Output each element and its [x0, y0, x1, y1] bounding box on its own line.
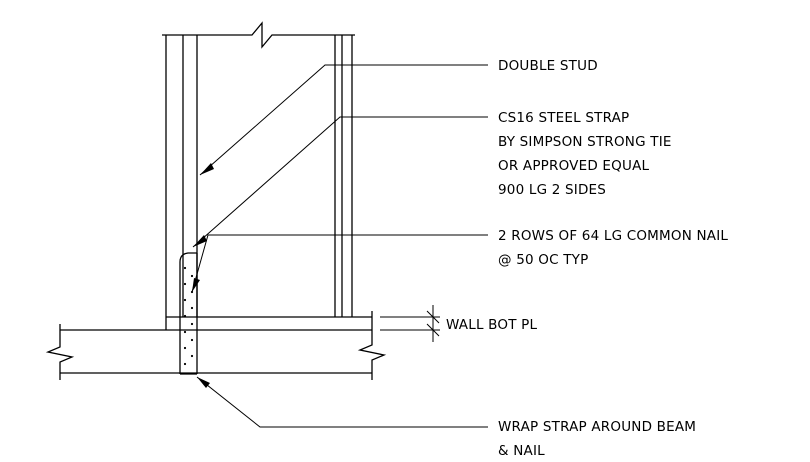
beam	[45, 311, 387, 380]
note-nail-line2: @ 50 OC TYP	[498, 252, 588, 268]
note-strap-line2: BY SIMPSON STRONG TIE	[498, 134, 672, 150]
leader-wrap-strap	[196, 376, 488, 428]
beam-left-break-line	[45, 324, 75, 380]
note-strap-line1: CS16 STEEL STRAP	[498, 110, 629, 126]
wall-framing	[162, 21, 355, 317]
nail-row-1	[183, 266, 187, 366]
note-wrap-line1: WRAP STRAP AROUND BEAM	[498, 419, 696, 435]
wall-bot-pl-dimension	[380, 305, 440, 342]
note-double-stud: DOUBLE STUD	[498, 58, 598, 74]
note-strap-line3: OR APPROVED EQUAL	[498, 158, 650, 174]
leader-steel-strap	[192, 116, 488, 248]
wall-bottom-plate	[165, 316, 372, 330]
note-nail-line1: 2 ROWS OF 64 LG COMMON NAIL	[498, 228, 728, 244]
nail-row-2	[190, 274, 194, 358]
strap-outline	[179, 252, 197, 374]
note-wall-bot-pl: WALL BOT PL	[446, 317, 538, 333]
leader-double-stud	[199, 64, 488, 176]
beam-right-break-line	[357, 311, 387, 380]
note-wrap-line2: & NAIL	[498, 443, 545, 459]
note-strap-line4: 900 LG 2 SIDES	[498, 182, 606, 198]
wall-top-break-line	[162, 21, 355, 49]
leader-nails	[191, 234, 488, 293]
